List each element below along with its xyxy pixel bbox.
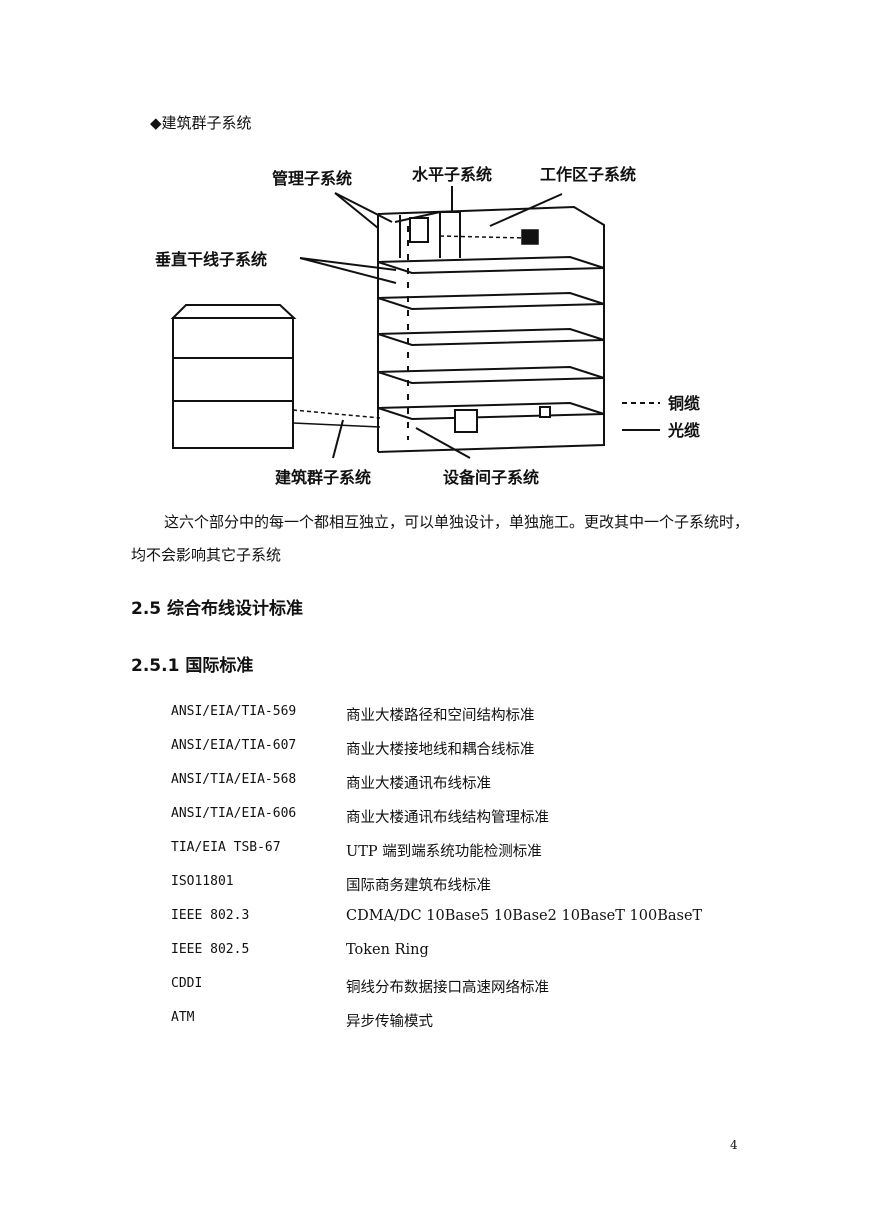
campus-link bbox=[292, 409, 381, 428]
section-bullet-heading: ◆建筑群子系统 bbox=[150, 114, 252, 132]
body-paragraph: 这六个部分中的每一个都相互独立，可以单独设计，单独施工。更改其中一个子系统时，均… bbox=[131, 513, 750, 564]
standard-code: ANSI/EIA/TIA-607 bbox=[171, 738, 297, 753]
standard-code: TIA/EIA TSB-67 bbox=[171, 840, 281, 855]
standard-desc: 国际商务建筑布线标准 bbox=[346, 878, 491, 894]
standard-desc: 异步传输模式 bbox=[346, 1014, 433, 1030]
standard-code: ISO11801 bbox=[171, 874, 234, 889]
pointer-arrows bbox=[299, 186, 563, 459]
label-equipment-room: 设备间子系统 bbox=[443, 468, 539, 487]
standard-desc: 商业大楼通讯布线结构管理标准 bbox=[346, 810, 549, 826]
standard-desc: 商业大楼路径和空间结构标准 bbox=[346, 708, 535, 724]
standard-desc: Token Ring bbox=[346, 942, 429, 958]
standard-code: CDDI bbox=[171, 976, 203, 991]
main-building bbox=[377, 205, 605, 453]
legend-fiber: 光缆 bbox=[667, 421, 700, 440]
section-heading-2-5: 2.5 综合布线设计标准 bbox=[131, 599, 304, 619]
campus-building bbox=[170, 304, 297, 449]
cabling-subsystems-diagram: 管理子系统 水平子系统 工作区子系统 垂直干线子系统 建筑群子系统 设备间子系统… bbox=[155, 165, 700, 487]
standard-code: IEEE 802.3 bbox=[171, 908, 250, 923]
standard-desc: UTP 端到端系统功能检测标准 bbox=[346, 844, 542, 860]
label-horizontal: 水平子系统 bbox=[412, 165, 492, 184]
standard-desc: 商业大楼通讯布线标准 bbox=[346, 776, 491, 792]
label-campus: 建筑群子系统 bbox=[275, 468, 371, 487]
standard-code: ANSI/TIA/EIA-606 bbox=[171, 806, 297, 821]
section-heading-2-5-1: 2.5.1 国际标准 bbox=[131, 656, 254, 676]
legend: 铜缆 光缆 bbox=[622, 394, 700, 440]
standard-desc: CDMA/DC 10Base5 10Base2 10BaseT 100BaseT bbox=[346, 908, 703, 924]
standard-desc: 铜线分布数据接口高速网络标准 bbox=[346, 980, 549, 996]
standard-code: ATM bbox=[171, 1010, 195, 1025]
page-number: 4 bbox=[730, 1138, 738, 1152]
standard-code: ANSI/TIA/EIA-568 bbox=[171, 772, 297, 787]
vertical-riser bbox=[407, 217, 551, 440]
label-work-area: 工作区子系统 bbox=[540, 165, 636, 184]
horizontal-cable bbox=[439, 229, 539, 245]
legend-copper: 铜缆 bbox=[668, 394, 700, 413]
label-management: 管理子系统 bbox=[272, 169, 352, 188]
standard-code: ANSI/EIA/TIA-569 bbox=[171, 704, 297, 719]
standard-desc: 商业大楼接地线和耦合线标准 bbox=[346, 742, 535, 758]
label-vertical: 垂直干线子系统 bbox=[155, 250, 267, 269]
standard-code: IEEE 802.5 bbox=[171, 942, 250, 957]
